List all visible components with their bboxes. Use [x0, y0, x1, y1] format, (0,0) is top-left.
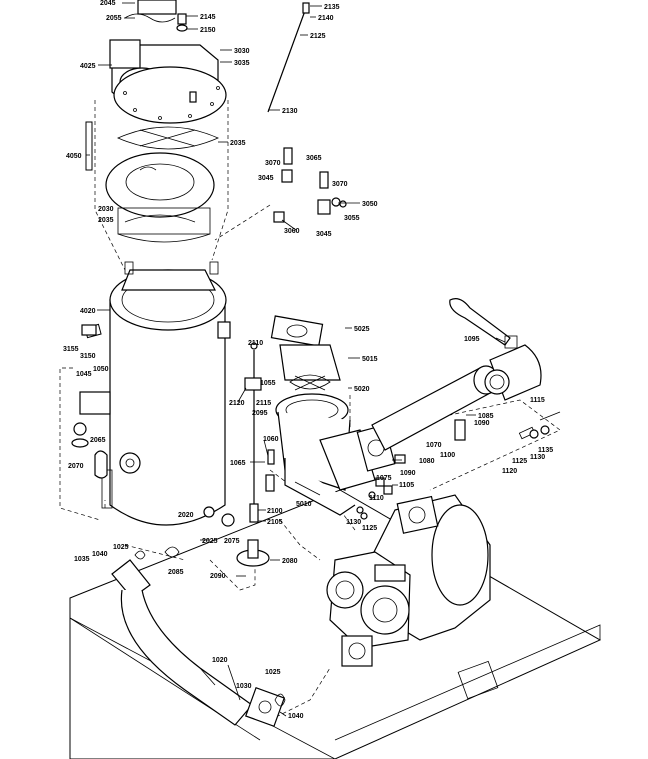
- callout-2125: 2125: [310, 33, 326, 40]
- callout-3065: 3065: [306, 155, 322, 162]
- callout-1105: 1105: [399, 482, 414, 489]
- separator-element: [105, 152, 215, 243]
- callout-2120: 2120: [229, 400, 245, 407]
- callout-2135: 2135: [324, 4, 340, 11]
- callout-1025-bottom: 1025: [265, 669, 281, 676]
- callout-1040-bottom: 1040: [288, 713, 304, 720]
- callout-3070-right: 3070: [332, 181, 348, 188]
- receiver-tank: [79, 261, 231, 526]
- callout-1090-bottom: 1090: [400, 470, 416, 477]
- inlet-housing: [270, 315, 396, 516]
- callout-3060: 3060: [284, 228, 300, 235]
- callout-3045-bottom: 3045: [316, 231, 332, 238]
- discharge-pipe: [111, 550, 286, 727]
- callout-3045-top: 3045: [258, 175, 274, 182]
- callout-1035: 1035: [74, 556, 90, 563]
- callout-2070: 2070: [68, 463, 84, 470]
- callout-1125-right: 1125: [512, 458, 527, 465]
- callout-1020: 1020: [212, 657, 228, 664]
- callout-labels: 2045 2055 2145 2150 2135 2140 2125 3030 …: [63, 0, 553, 720]
- callout-3050: 3050: [362, 201, 378, 208]
- callout-1080: 1080: [419, 458, 435, 465]
- callout-2130: 2130: [282, 108, 298, 115]
- callout-1085: 1085: [478, 413, 494, 420]
- callout-1135: 1135: [538, 447, 553, 454]
- callout-5010: 5010: [296, 501, 312, 508]
- callout-1050: 1050: [93, 366, 109, 373]
- callout-2045: 2045: [100, 0, 116, 7]
- assembly-dashed-lines: [59, 100, 561, 721]
- callout-3155: 3155: [63, 346, 79, 353]
- callout-2075: 2075: [224, 538, 240, 545]
- callout-2105: 2105: [267, 519, 283, 526]
- callout-1095: 1095: [464, 336, 480, 343]
- callout-1115: 1115: [530, 397, 545, 404]
- callout-1120: 1120: [502, 468, 517, 475]
- callout-3055: 3055: [344, 215, 360, 222]
- callout-1075: 1075: [376, 475, 392, 482]
- leader-lines: [86, 2, 506, 717]
- separator-top-cover: [109, 0, 227, 124]
- callout-2055: 2055: [106, 15, 122, 22]
- callout-4025: 4025: [80, 63, 96, 70]
- callout-2030: 2030: [98, 206, 114, 213]
- callout-1040-top: 1040: [92, 551, 108, 558]
- callout-2025: 2025: [202, 538, 218, 545]
- callout-5020: 5020: [354, 386, 370, 393]
- callout-3030: 3030: [234, 48, 250, 55]
- callout-2115: 2115: [256, 400, 271, 407]
- callout-4020: 4020: [80, 308, 96, 315]
- gasket-top: [117, 126, 219, 150]
- callout-2140: 2140: [318, 15, 334, 22]
- callout-1130-right: 1130: [530, 454, 545, 461]
- callout-5015: 5015: [362, 356, 378, 363]
- callout-2035-top: 2035: [230, 140, 246, 147]
- callout-2145: 2145: [200, 14, 216, 21]
- compressor-airend: [326, 494, 491, 667]
- callout-3150: 3150: [80, 353, 96, 360]
- callout-2100: 2100: [267, 508, 283, 515]
- callout-1060: 1060: [263, 436, 279, 443]
- callout-1045: 1045: [76, 371, 92, 378]
- callout-1100: 1100: [440, 452, 455, 459]
- callout-4050: 4050: [66, 153, 82, 160]
- callout-2110: 2110: [248, 340, 263, 347]
- callout-2035-mid: 2035: [98, 217, 114, 224]
- callout-2150: 2150: [200, 27, 216, 34]
- callout-5025: 5025: [354, 326, 370, 333]
- callout-3070-left: 3070: [265, 160, 281, 167]
- callout-2080: 2080: [282, 558, 298, 565]
- callout-1110: 1110: [369, 495, 384, 502]
- right-fittings: [356, 411, 561, 520]
- callout-3035: 3035: [234, 60, 250, 67]
- callout-2090: 2090: [210, 573, 226, 580]
- callout-1055: 1055: [260, 380, 276, 387]
- callout-2095: 2095: [252, 410, 268, 417]
- callout-1025-top: 1025: [113, 544, 129, 551]
- callout-1125-bottom: 1125: [362, 525, 377, 532]
- oil-pipe-valve: [371, 298, 542, 451]
- callout-1065: 1065: [230, 460, 246, 467]
- callout-2020: 2020: [178, 512, 194, 519]
- misc-parts: [81, 2, 347, 567]
- callout-1090-top: 1090: [474, 420, 490, 427]
- callout-1070: 1070: [426, 442, 442, 449]
- callout-1030: 1030: [236, 683, 252, 690]
- callout-1130-bottom: 1130: [346, 519, 361, 526]
- callout-2065: 2065: [90, 437, 106, 444]
- callout-2085: 2085: [168, 569, 184, 576]
